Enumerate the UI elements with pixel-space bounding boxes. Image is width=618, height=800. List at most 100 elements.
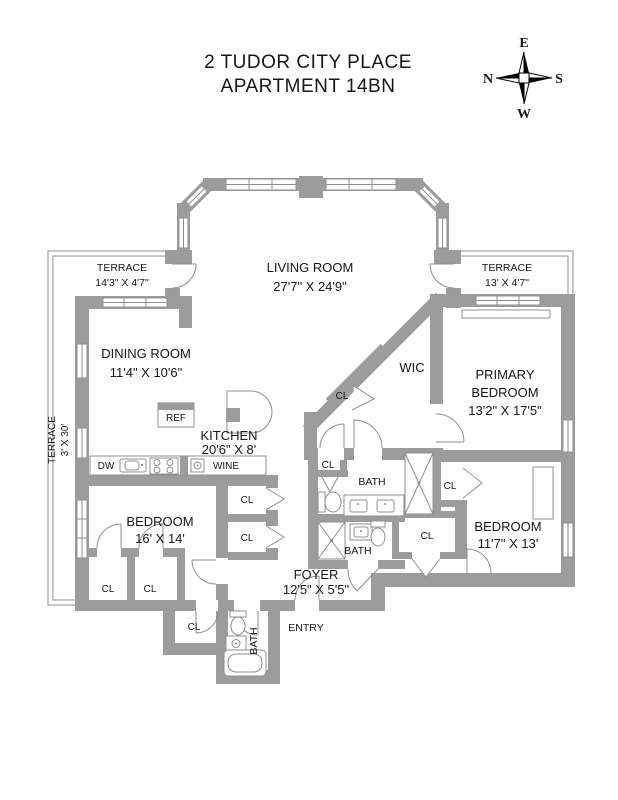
bath-label: BATH (358, 476, 385, 488)
compass-east-label: E (519, 36, 528, 51)
window (225, 178, 297, 191)
bedroom1-door (191, 559, 217, 585)
closet-label: CL (421, 531, 434, 542)
closet-door (462, 467, 483, 499)
window-reveal (461, 309, 551, 319)
window (475, 295, 541, 306)
closet-label: CL (102, 584, 115, 595)
window (178, 217, 189, 249)
stove-icon (149, 457, 179, 475)
terrace-side-label: TERRACE (47, 416, 58, 464)
toilet-icon (229, 610, 247, 636)
toilet-icon (317, 491, 342, 513)
terrace-left-dims: 14'3" X 4'7" (95, 277, 149, 289)
terrace-left-label: TERRACE (97, 262, 147, 274)
window (186, 186, 207, 207)
closet-door (321, 476, 339, 494)
bedroom2-label: BEDROOM (474, 519, 541, 534)
wine-label: WINE (213, 461, 239, 472)
window (562, 522, 574, 558)
wine-cooler-icon (190, 458, 205, 473)
dining-room-label: DINING ROOM (101, 346, 191, 361)
fixtures (89, 309, 554, 677)
wic-label: WIC (399, 360, 424, 375)
closet-door (265, 487, 285, 511)
bath-label: BATH (344, 545, 371, 557)
windows (76, 178, 574, 559)
closet-label: CL (336, 391, 349, 402)
sink-icon (225, 635, 247, 652)
compass-west-label: W (517, 107, 531, 122)
closet-door (96, 523, 122, 549)
walls (75, 176, 575, 684)
window (76, 499, 88, 559)
closet-door (138, 523, 164, 549)
window (76, 343, 88, 379)
primary-bedroom-label1: PRIMARY (476, 367, 535, 382)
primary-bedroom-door (435, 413, 465, 443)
dining-room-dims: 11'4" X 10'6" (110, 365, 183, 380)
bedroom1-label: BEDROOM (126, 514, 193, 529)
bath2-door (347, 568, 379, 592)
closet-label: CL (322, 460, 335, 471)
entry-door (294, 575, 320, 601)
compass-south-label: S (555, 72, 563, 87)
window (562, 419, 574, 453)
terrace-outlines (47, 250, 574, 606)
closet-door (195, 610, 219, 634)
column (226, 408, 240, 422)
bedroom2-dims: 11'7" X 13' (478, 536, 539, 551)
closet-door (351, 385, 376, 411)
terrace-right-dims: 13' X 4'7" (485, 277, 529, 289)
dw-label: DW (98, 461, 115, 472)
double-sink-icon (343, 494, 405, 517)
shower-icon (317, 521, 346, 560)
kitchen-label: KITCHEN (200, 428, 257, 443)
title-block: 2 TUDOR CITY PLACE APARTMENT 14BN (204, 52, 412, 97)
bedroom2-door (466, 548, 492, 574)
entry-label: ENTRY (288, 622, 323, 634)
closet-label: CL (241, 495, 254, 506)
bedroom1-dims: 16' X 14' (135, 531, 185, 546)
bathtub-icon (223, 649, 267, 677)
closet-door (265, 525, 285, 549)
terrace-side-dims: 3' X 30' (60, 424, 71, 457)
kitchen-counter-curve (226, 390, 273, 434)
window (325, 178, 397, 191)
kitchen-dims: 20'6" X 8' (202, 442, 256, 457)
primary-bedroom-label2: BEDROOM (471, 385, 538, 400)
closet-door (411, 558, 441, 578)
terrace-right-label: TERRACE (482, 262, 532, 274)
terrace-left-door (171, 263, 197, 289)
shower-icon (404, 452, 434, 515)
closet-label: CL (144, 584, 157, 595)
window-reveal (532, 466, 554, 520)
terrace-right-door (429, 263, 455, 289)
living-room-label: LIVING ROOM (267, 260, 354, 275)
window (76, 427, 88, 459)
closet-label: CL (241, 533, 254, 544)
compass-north-label: N (483, 72, 493, 87)
compass-rose-icon: E S W N (483, 36, 563, 122)
foyer-label: FOYER (294, 567, 339, 582)
living-room-dims: 27'7" X 24'9" (273, 279, 347, 294)
bath-hall-door (319, 423, 345, 449)
primary-bedroom-dims: 13'2" X 17'5" (468, 403, 542, 418)
page-title-line1: 2 TUDOR CITY PLACE (204, 52, 412, 73)
closet-label: CL (188, 622, 201, 633)
kitchen-sink-icon (119, 458, 147, 473)
window (102, 297, 168, 308)
ref-label: REF (166, 413, 186, 424)
bath-label: BATH (248, 627, 260, 654)
toilet-icon (370, 520, 386, 547)
sink-icon (349, 523, 373, 541)
fixture-labels: REF DW WINE BATH BATH BATH CL CL CL CL C… (98, 391, 457, 655)
page-title-line2: APARTMENT 14BN (221, 76, 396, 97)
closet-label: CL (444, 481, 457, 492)
window (437, 217, 448, 249)
window (419, 186, 440, 207)
room-labels: LIVING ROOM 27'7" X 24'9" TERRACE 14'3" … (47, 260, 542, 634)
foyer-dims: 12'5" X 5'5" (283, 582, 350, 597)
